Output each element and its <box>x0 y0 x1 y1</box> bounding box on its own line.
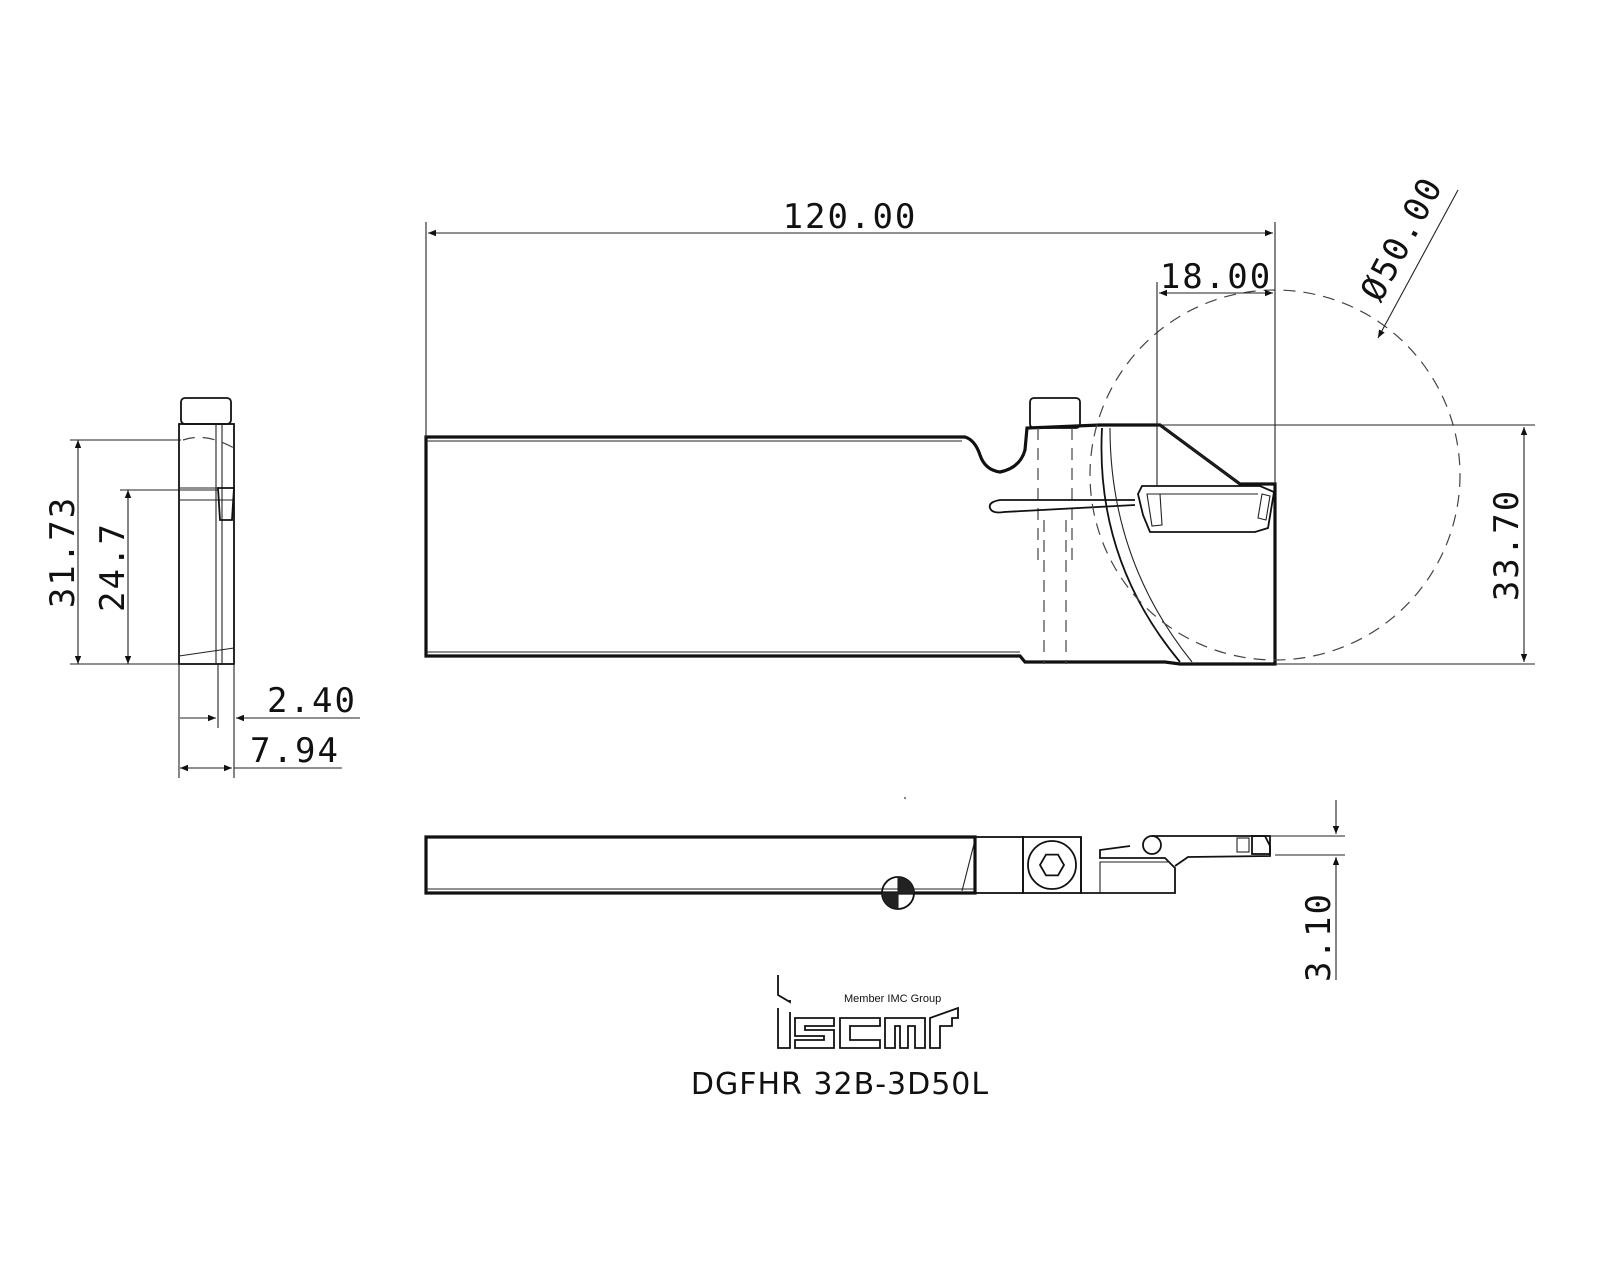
part-number: DGFHR 32B-3D50L <box>691 1067 989 1102</box>
screw-head-top <box>1027 840 1077 890</box>
logo-mark-icon <box>777 975 959 1049</box>
logo-tagline: Member IMC Group <box>844 993 941 1005</box>
top-view: 3.10 <box>424 797 1345 982</box>
dim-width-large: 7.94 <box>250 731 340 771</box>
dim-offset-bottom: 3.10 <box>1299 892 1339 982</box>
front-screw-head <box>1029 397 1081 429</box>
front-view: 120.00 18.00 Ø50.00 33.70 <box>424 170 1535 666</box>
hex-socket-icon <box>1038 853 1066 877</box>
top-body-left <box>424 835 977 895</box>
side-body <box>178 423 235 665</box>
side-insert <box>217 487 235 521</box>
blade-body <box>424 423 1277 666</box>
diameter-leader <box>1377 189 1459 339</box>
side-view: 31.73 24.7 2.40 7.94 <box>43 397 360 778</box>
clamp-screw-head <box>180 397 232 425</box>
cutting-insert <box>1137 485 1276 533</box>
iscar-logo: Member IMC Group <box>777 975 959 1049</box>
relief-slot <box>988 499 1136 514</box>
dim-height-inner: 24.7 <box>93 522 133 612</box>
dim-width-small: 2.40 <box>267 681 357 721</box>
dim-height-left: 31.73 <box>43 496 83 608</box>
dim-overall-length: 120.00 <box>783 197 918 237</box>
dim-height-right: 33.70 <box>1487 489 1527 601</box>
dim-diameter: Ø50.00 <box>1353 170 1452 308</box>
dim-insert-offset: 18.00 <box>1160 257 1272 297</box>
